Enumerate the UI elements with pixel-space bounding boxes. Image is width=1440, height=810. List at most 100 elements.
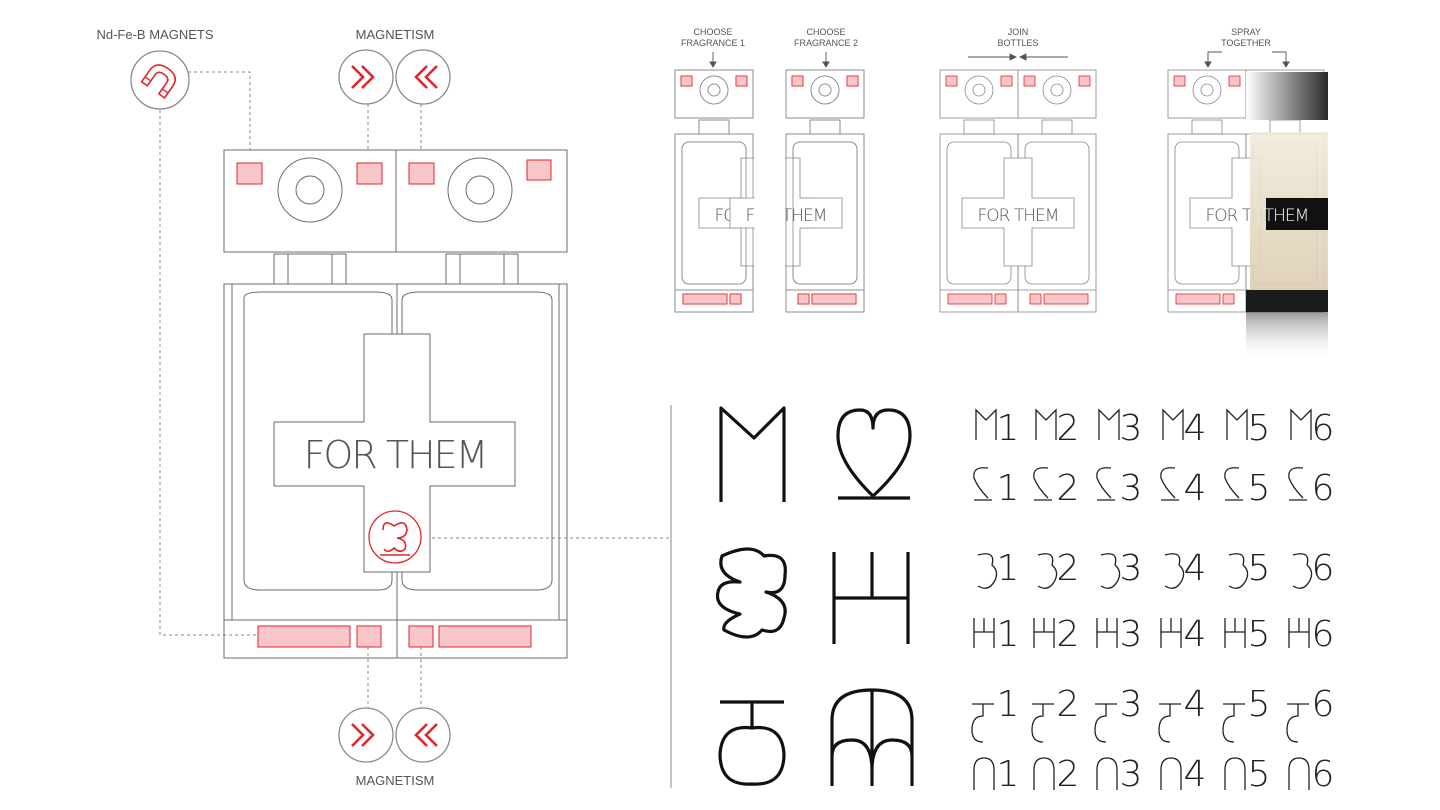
step-3-line2: BOTTLES (997, 38, 1038, 48)
glyph-cell: 1 (971, 684, 1020, 743)
glyph-large-m (719, 406, 786, 502)
small-bottle-half (939, 69, 1019, 313)
glyph-digit: 5 (1248, 468, 1271, 509)
glyph-cell: 6 (1288, 754, 1335, 795)
glyph-cell: 2 (1031, 684, 1080, 743)
step-3-line1: JOIN (1008, 27, 1029, 37)
glyph-cell: 3 (1096, 467, 1143, 509)
glyph-cell: 1 (973, 614, 1020, 655)
glyph-cell: 5 (1224, 754, 1271, 795)
glyph-cell: 1 (973, 754, 1020, 795)
glyph-cell: 3 (1100, 548, 1143, 589)
glyph-cell: 1 (975, 408, 1020, 449)
bottle-label: FOR THEM (304, 433, 487, 477)
chevrons-left-icon (395, 707, 451, 763)
glyph-digit: 6 (1312, 754, 1335, 795)
glyph-digit: 5 (1248, 684, 1271, 725)
glyph-digit: 4 (1184, 614, 1207, 655)
glyph-digit: 5 (1248, 614, 1271, 655)
glyph-cell: 5 (1226, 408, 1271, 449)
small-bottle-half (1017, 69, 1097, 313)
glyph-digit: 1 (997, 614, 1020, 655)
glyph-digit: 3 (1120, 548, 1143, 589)
glyph-cell: 5 (1224, 614, 1271, 655)
chevrons-left-icon (395, 49, 451, 105)
glyph-digit: 4 (1184, 754, 1207, 795)
glyph-cell: 6 (1288, 467, 1335, 509)
glyph-digit: 6 (1312, 614, 1335, 655)
glyph-cell: 5 (1228, 548, 1271, 589)
glyph-cell: 4 (1162, 408, 1207, 449)
glyph-digit: 6 (1312, 468, 1335, 509)
glyph-digit: 5 (1248, 408, 1271, 449)
glyph-cell: 4 (1164, 548, 1207, 589)
glyph-digit: 3 (1120, 614, 1143, 655)
magnets-label: Nd-Fe-B MAGNETS (96, 27, 213, 42)
glyph-digit: 6 (1312, 408, 1335, 449)
glyph-digit: 5 (1248, 754, 1271, 795)
glyph-digit: 2 (1057, 468, 1080, 509)
small-bottle-label: FOR THEM (978, 206, 1059, 226)
magnetism-top-label: MAGNETISM (356, 27, 435, 42)
monogram-icon (368, 510, 422, 564)
small-bottle-half (785, 69, 865, 313)
glyph-digit: 2 (1057, 408, 1080, 449)
photo-label: THEM (1264, 206, 1309, 226)
glyph-cell: 4 (1160, 614, 1207, 655)
small-bottle-cross: FOR THEM (961, 157, 1075, 267)
glyph-cell: 5 (1222, 684, 1271, 743)
magnet-icon (130, 50, 190, 110)
glyph-digit: 3 (1120, 408, 1143, 449)
glyph-digit: 1 (997, 408, 1020, 449)
chevrons-right-icon (338, 707, 394, 763)
glyph-digit: 6 (1312, 684, 1335, 725)
glyph-cell: 4 (1158, 684, 1207, 743)
glyph-cell: 5 (1224, 467, 1271, 509)
glyph-digit: 1 (997, 468, 1020, 509)
glyph-cell: 3 (1096, 754, 1142, 795)
glyph-cell: 4 (1160, 754, 1207, 795)
bottle-photo: THEM (1246, 72, 1328, 362)
glyph-cell: 3 (1098, 408, 1143, 449)
glyph-cell: 3 (1096, 614, 1143, 655)
glyph-digit: 4 (1184, 548, 1207, 589)
step-4-line2: TOGETHER (1221, 38, 1271, 48)
step-3-bottle: FOR THEM (939, 69, 1097, 313)
glyph-cell: 2 (1033, 614, 1080, 655)
glyph-cell: 6 (1286, 684, 1335, 743)
magnetism-bottom-label: MAGNETISM (356, 773, 435, 788)
glyph-cell: 1 (973, 467, 1020, 509)
glyph-digit: 2 (1057, 684, 1080, 725)
glyph-cell: 3 (1094, 684, 1143, 743)
step-2-line2: FRAGRANCE 2 (794, 38, 858, 48)
glyph-digit: 6 (1312, 548, 1335, 589)
step-2-bottle: FOR THEM (729, 69, 865, 313)
glyph-large-examples (715, 406, 914, 786)
glyph-digit: 1 (997, 754, 1020, 795)
glyph-digit: 2 (1057, 548, 1080, 589)
glyph-large-heart (836, 408, 912, 500)
glyph-cell: 6 (1290, 408, 1335, 449)
step-1-line1: CHOOSE (693, 27, 732, 37)
glyph-large-bulb (715, 547, 787, 639)
glyph-digit: 5 (1248, 548, 1271, 589)
glyph-digit: 1 (997, 684, 1020, 725)
glyph-cell: 2 (1033, 754, 1080, 795)
glyph-large-loops (830, 688, 914, 786)
glyph-digit: 4 (1184, 468, 1207, 509)
glyph-cell: 6 (1288, 614, 1335, 655)
glyph-digit: 4 (1184, 684, 1207, 725)
glyph-digit: 2 (1057, 614, 1080, 655)
glyph-digit: 4 (1184, 408, 1207, 449)
step-4-line1: SPRAY (1231, 27, 1261, 37)
glyph-large-apple (718, 700, 786, 786)
glyph-digit: 3 (1120, 684, 1143, 725)
glyph-large-h (832, 552, 910, 644)
glyph-cell: 2 (1033, 467, 1080, 509)
step-1-line2: FRAGRANCE 1 (681, 38, 745, 48)
glyph-digit: 2 (1057, 754, 1080, 795)
chevrons-right-icon (338, 49, 394, 105)
glyph-digit: 3 (1120, 468, 1143, 509)
